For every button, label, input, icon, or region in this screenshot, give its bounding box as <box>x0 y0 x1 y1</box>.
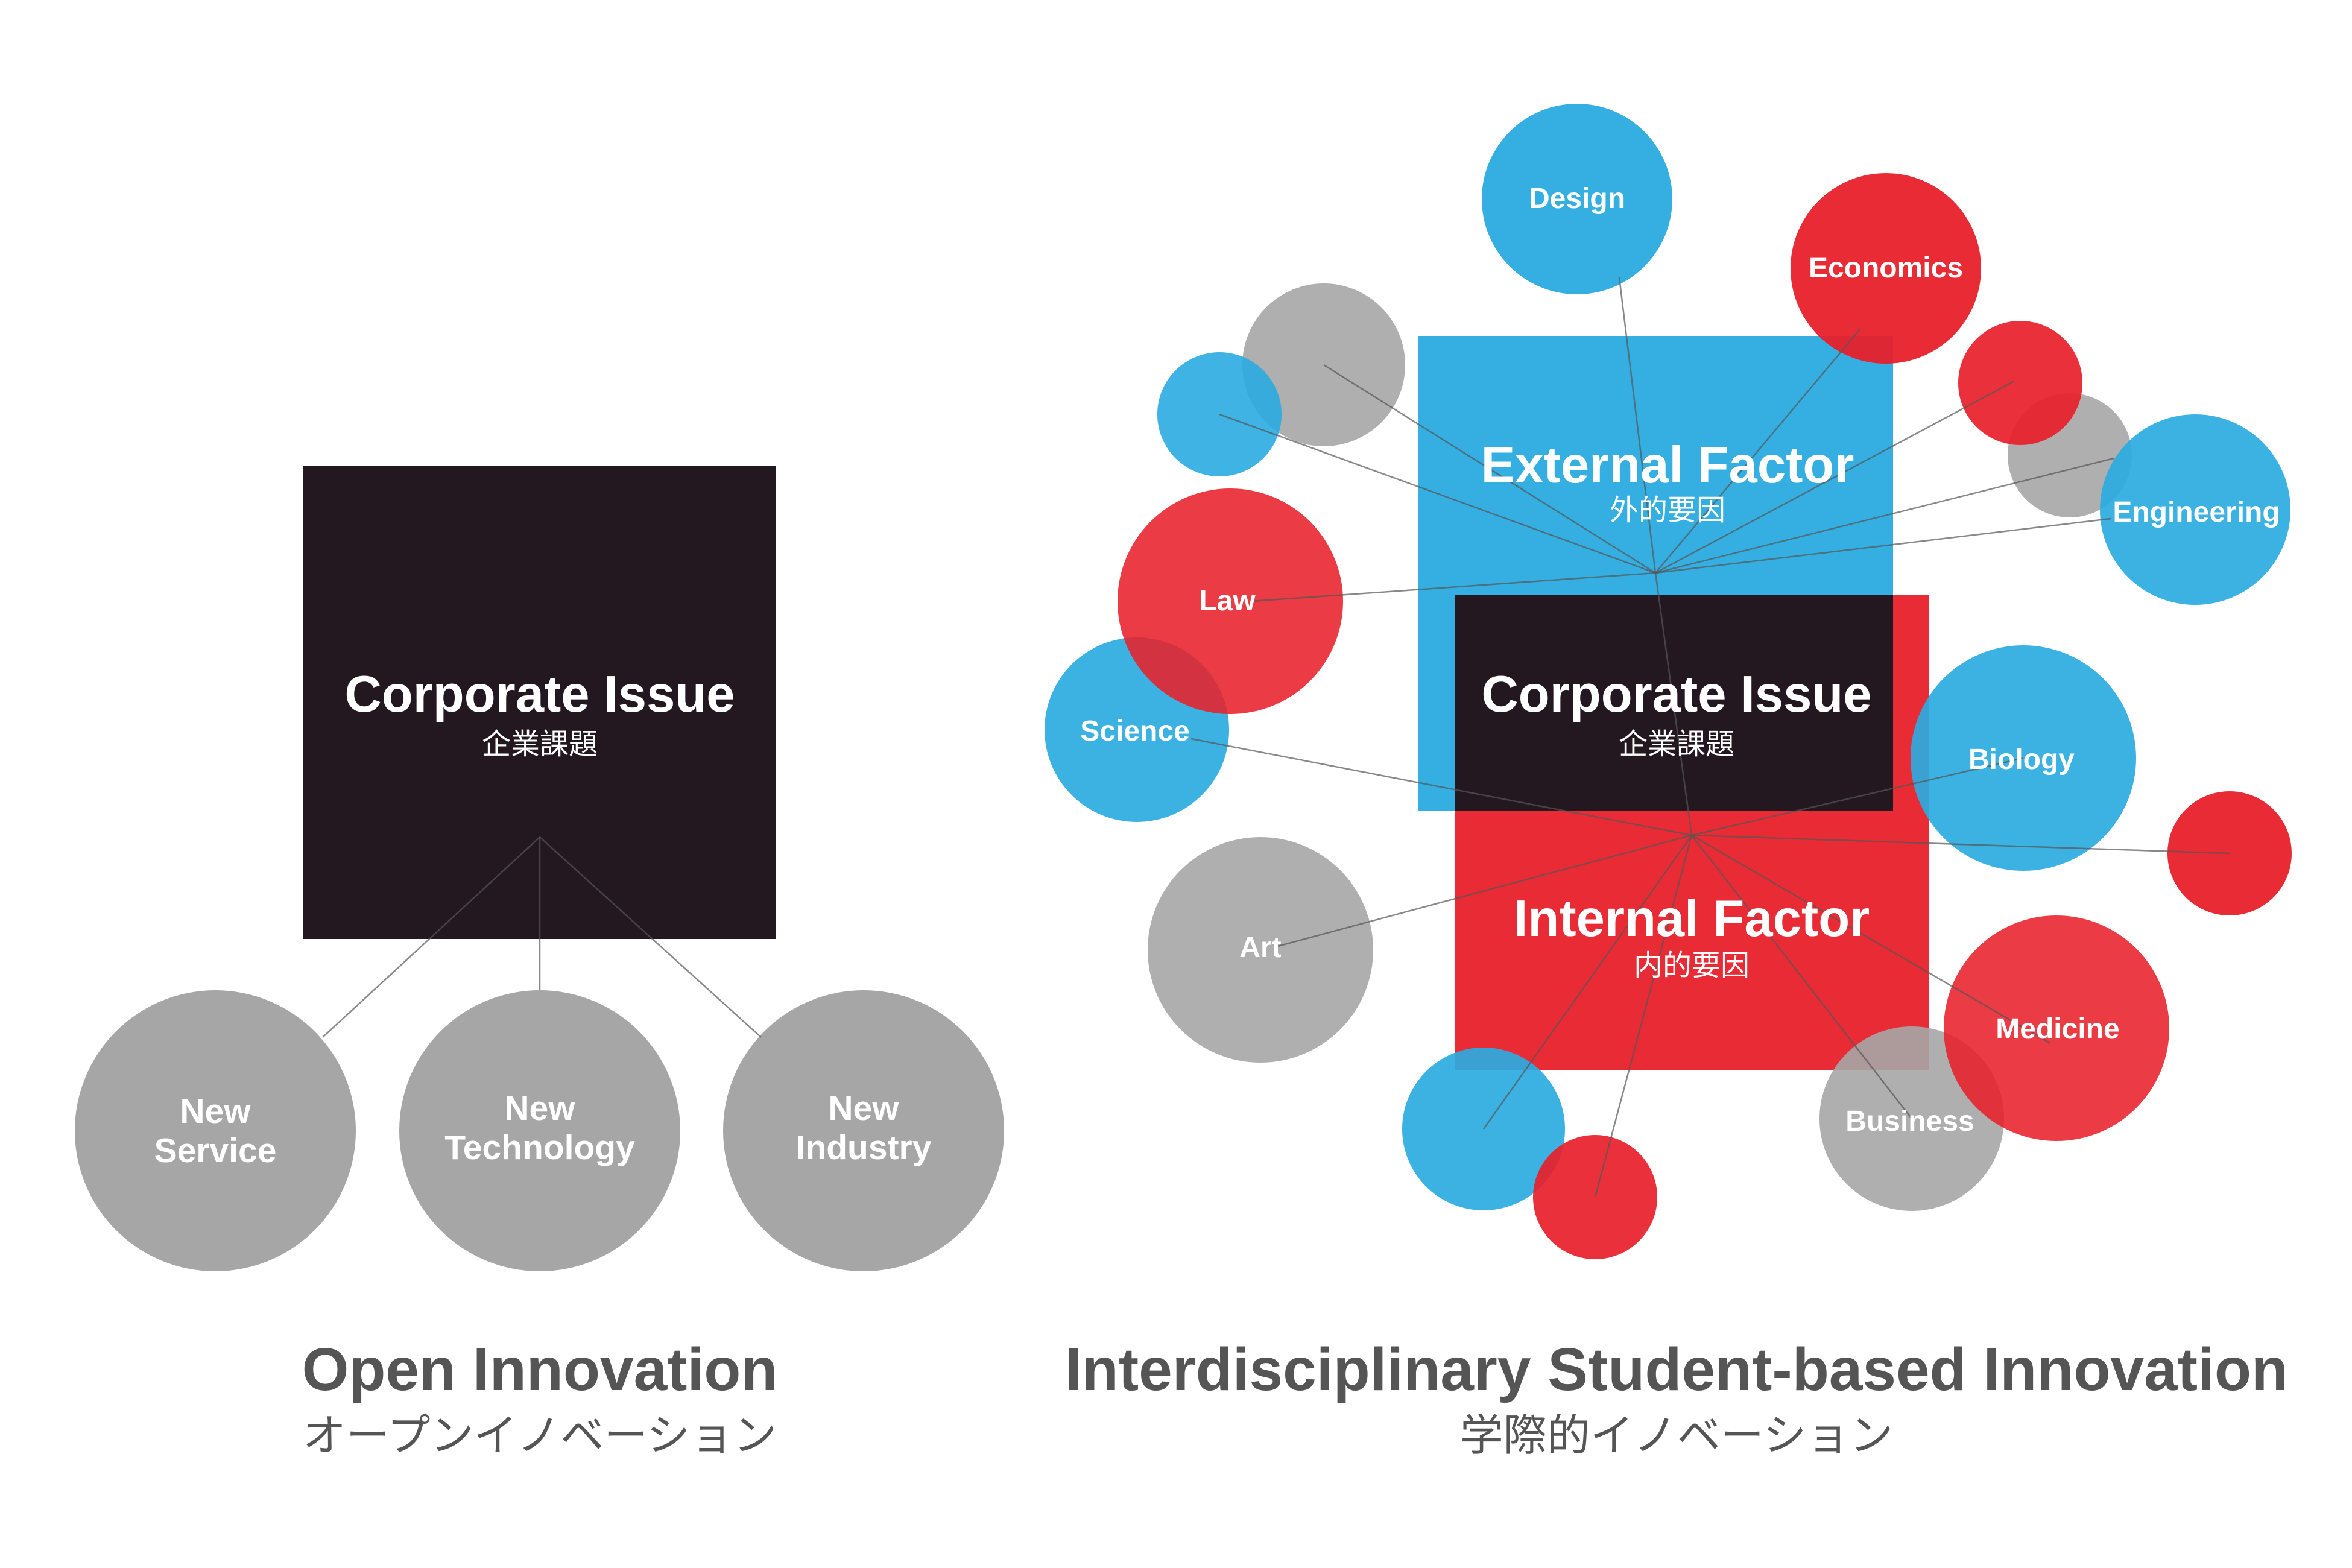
science-label: Science <box>1080 715 1189 747</box>
economics-circle <box>1791 173 1981 364</box>
external-factor-title: External Factor <box>1481 437 1854 494</box>
medicine-circle <box>1944 915 2169 1141</box>
internal-factor-title: Internal Factor <box>1514 890 1870 947</box>
business-label: Business <box>1845 1105 1974 1137</box>
interdisciplinary-caption: Interdisciplinary Student-based Innovati… <box>1065 1336 2288 1403</box>
corporate-issue-title-right: Corporate Issue <box>1481 666 1871 723</box>
red-circle-top-right <box>1958 321 2082 445</box>
new-technology-circle <box>399 990 680 1271</box>
open-innovation-caption: Open Innovation <box>302 1336 778 1403</box>
corporate-issue-subtitle-right: 企業課題 <box>1619 727 1734 761</box>
law-label: Law <box>1199 585 1256 617</box>
new-industry-circle <box>723 990 1004 1271</box>
internal-factor-subtitle: 内的要因 <box>1634 949 1750 982</box>
new-service-label-line2: Service <box>154 1131 277 1170</box>
new-industry-label-line1: New <box>828 1089 899 1128</box>
external-factor-subtitle: 外的要因 <box>1610 493 1725 527</box>
corporate-issue-title: Corporate Issue <box>344 666 735 723</box>
new-industry-label-line2: Industry <box>796 1128 932 1167</box>
art-circle <box>1148 837 1373 1063</box>
interdisciplinary-innovation-diagram: External Factor 外的要因 Corporate Issue 企業課… <box>1045 104 2292 1461</box>
art-label: Art <box>1239 932 1281 964</box>
law-circle <box>1118 488 1343 714</box>
engineering-label: Engineering <box>2113 496 2280 528</box>
corporate-issue-subtitle: 企業課題 <box>482 727 598 761</box>
economics-label: Economics <box>1809 252 1963 284</box>
new-technology-label-line2: Technology <box>444 1128 635 1167</box>
new-service-label-line1: New <box>180 1092 251 1131</box>
connector-lines <box>322 836 762 1038</box>
interdisciplinary-caption-jp: 学際的イノベーション <box>1460 1410 1894 1461</box>
open-innovation-diagram: Corporate Issue 企業課題 New Service New Tec… <box>75 466 1004 1461</box>
engineering-circle <box>2100 414 2290 605</box>
new-service-circle <box>75 990 356 1271</box>
external-connector-lines <box>1219 277 2114 602</box>
biology-label: Biology <box>1968 744 2075 776</box>
new-technology-label-line1: New <box>504 1089 575 1128</box>
design-circle <box>1482 104 1672 294</box>
open-innovation-caption-jp: オープンイノベーション <box>303 1410 777 1461</box>
internal-connector-lines <box>1190 572 2230 1198</box>
medicine-label: Medicine <box>1996 1013 2119 1045</box>
design-label: Design <box>1529 183 1625 215</box>
